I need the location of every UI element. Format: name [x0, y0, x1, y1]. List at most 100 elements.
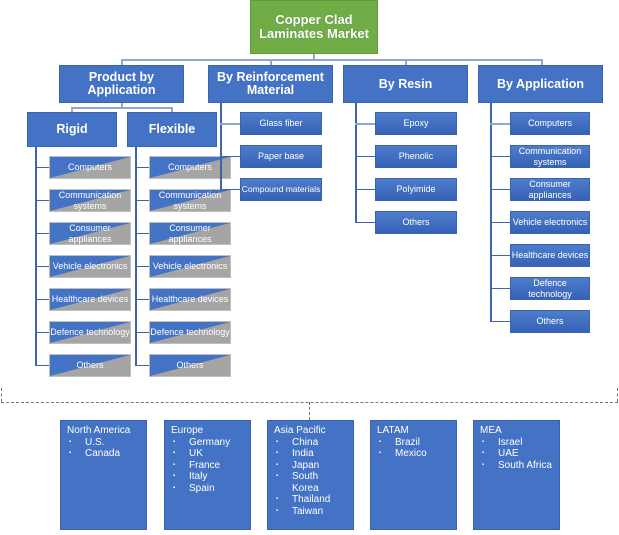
- connector: [355, 189, 375, 190]
- leaf-label: Computers: [167, 162, 212, 172]
- country-list: Israel UAE South Africa: [480, 437, 553, 472]
- country-list: Germany UK France Italy Spain: [171, 437, 244, 495]
- application-leaf: Vehicle electronics: [510, 211, 590, 234]
- connector: [135, 332, 149, 333]
- leaf-label: Defence technology: [150, 327, 230, 337]
- rigid-leaf: Consumer appliances: [49, 222, 131, 245]
- application-leaf: Healthcare devices: [510, 244, 590, 267]
- connector: [490, 288, 510, 289]
- connector: [355, 156, 375, 157]
- rigid-leaf: Defence technology: [49, 321, 131, 344]
- country-item: Germany: [171, 437, 244, 449]
- root-node: Copper Clad Laminates Market: [250, 0, 378, 54]
- connector: [121, 103, 123, 108]
- bracket: [617, 388, 618, 402]
- leaf-label: Healthcare devices: [511, 250, 589, 260]
- country-item: UAE: [480, 448, 553, 460]
- application-leaf: Communication systems: [510, 145, 590, 168]
- leaf-label: Polyimide: [396, 184, 436, 194]
- connector: [35, 365, 49, 366]
- country-item: Taiwan: [274, 506, 347, 518]
- country-item: Canada: [67, 448, 140, 460]
- connector: [490, 123, 510, 125]
- leaf-label: Consumer appliances: [168, 222, 212, 244]
- leaf-label: Vehicle electronics: [152, 261, 228, 271]
- connector: [355, 103, 357, 223]
- leaf-label: Compound materials: [241, 184, 321, 194]
- leaf-label: Phenolic: [398, 151, 434, 161]
- country-item: Mexico: [377, 448, 450, 460]
- connector: [220, 189, 240, 190]
- country-item: Israel: [480, 437, 553, 449]
- reinforcement-leaf: Glass fiber: [240, 112, 322, 135]
- leaf-label: Others: [402, 217, 430, 227]
- leaf-label: Communication systems: [518, 145, 582, 167]
- leaf-label: Others: [176, 360, 204, 370]
- country-item: China: [274, 437, 347, 449]
- leaf-label: Consumer appliances: [68, 222, 112, 244]
- flexible-leaf: Computers: [149, 156, 231, 179]
- category-label: Product by Application: [87, 70, 156, 97]
- leaf-label: Vehicle electronics: [512, 217, 588, 227]
- connector: [121, 59, 123, 66]
- reinforcement-leaf: Compound materials: [240, 178, 322, 201]
- connector: [490, 103, 492, 322]
- category-product-by-application: Product by Application: [59, 65, 184, 103]
- connector: [135, 365, 149, 366]
- country-item: U.S.: [67, 437, 140, 449]
- connector: [71, 107, 73, 113]
- leaf-label: Paper base: [257, 151, 305, 161]
- leaf-label: Computers: [527, 118, 572, 128]
- leaf-label: Computers: [67, 162, 112, 172]
- connector: [35, 266, 49, 267]
- connector: [220, 123, 240, 125]
- category-by-resin: By Resin: [343, 65, 468, 103]
- category-label: By Resin: [378, 76, 433, 91]
- subgroup-label: Rigid: [56, 122, 88, 136]
- connector: [135, 200, 149, 201]
- connector: [35, 200, 49, 201]
- connector: [490, 255, 510, 256]
- country-item: South Korea: [274, 471, 347, 494]
- region-label: MEA: [480, 425, 502, 436]
- region-asia-pacific: Asia Pacific China India Japan South Kor…: [267, 420, 354, 530]
- connector: [35, 299, 49, 300]
- region-label: North America: [67, 425, 131, 436]
- flexible-leaf: Others: [149, 354, 231, 377]
- resin-leaf: Phenolic: [375, 145, 457, 168]
- rigid-leaf: Healthcare devices: [49, 288, 131, 311]
- connector: [121, 59, 543, 61]
- flexible-leaf: Communication systems: [149, 189, 231, 212]
- leaf-label: Communication systems: [58, 189, 122, 211]
- country-item: UK: [171, 448, 244, 460]
- category-label: By Reinforcement Material: [217, 70, 324, 97]
- connector: [355, 123, 375, 125]
- connector: [490, 222, 510, 223]
- resin-leaf: Epoxy: [375, 112, 457, 135]
- connector: [35, 167, 49, 168]
- region-europe: Europe Germany UK France Italy Spain: [164, 420, 251, 530]
- connector: [135, 167, 149, 168]
- application-leaf: Others: [510, 310, 590, 333]
- leaf-label: Defence technology: [50, 327, 130, 337]
- connector: [220, 156, 240, 157]
- connector: [35, 233, 49, 234]
- connector: [541, 59, 543, 66]
- country-item: Italy: [171, 471, 244, 483]
- leaf-label: Healthcare devices: [151, 294, 229, 304]
- connector: [355, 222, 375, 223]
- application-leaf: Defence technology: [510, 277, 590, 300]
- connector: [490, 156, 510, 157]
- bracket: [1, 388, 2, 402]
- leaf-label: Others: [536, 316, 564, 326]
- rigid-leaf: Computers: [49, 156, 131, 179]
- connector: [135, 266, 149, 267]
- country-item: India: [274, 448, 347, 460]
- leaf-label: Vehicle electronics: [52, 261, 128, 271]
- root-title: Copper Clad Laminates Market: [259, 12, 369, 41]
- connector: [220, 103, 222, 190]
- flexible-leaf: Healthcare devices: [149, 288, 231, 311]
- leaf-label: Defence technology: [528, 277, 572, 299]
- leaf-label: Healthcare devices: [51, 294, 129, 304]
- category-by-reinforcement-material: By Reinforcement Material: [208, 65, 333, 103]
